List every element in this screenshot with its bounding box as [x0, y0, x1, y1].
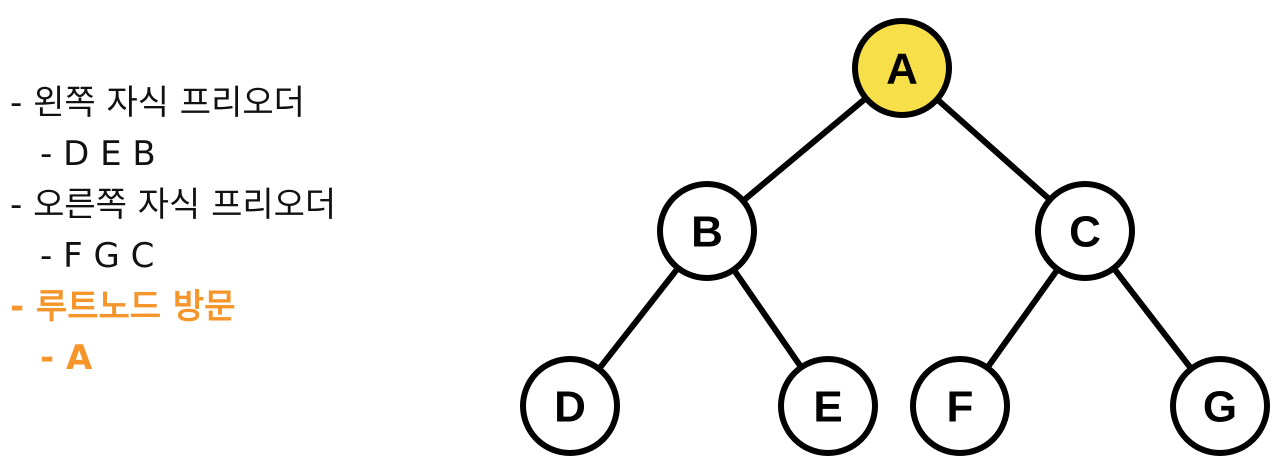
node-label: B [691, 208, 723, 257]
node-label: F [947, 383, 974, 432]
note-line-highlighted: - A [40, 338, 93, 378]
node-label: E [813, 383, 842, 432]
node-label: D [554, 383, 586, 432]
note-line: - D E B [40, 134, 156, 174]
node-label: A [886, 45, 918, 94]
tree-node-e: E [778, 356, 878, 456]
tree-node-c: C [1035, 181, 1135, 281]
traversal-notes: - 왼쪽 자식 프리오더 - D E B - 오른쪽 자식 프리오더 - F G… [10, 78, 336, 384]
note-line: - 왼쪽 자식 프리오더 [10, 83, 305, 123]
node-label: G [1203, 383, 1237, 432]
node-circle [657, 181, 757, 281]
note-line: - F G C [40, 236, 155, 276]
node-circle [852, 18, 952, 118]
node-circle [1035, 181, 1135, 281]
tree-node-f: F [910, 356, 1010, 456]
node-circle [778, 356, 878, 456]
tree-node-g: G [1170, 356, 1270, 456]
tree-node-d: D [520, 356, 620, 456]
note-line: - 오른쪽 자식 프리오더 [10, 185, 337, 225]
tree-node-a: A [852, 18, 952, 118]
node-circle [910, 356, 1010, 456]
note-line-highlighted: - 루트노드 방문 [10, 287, 236, 327]
node-circle [520, 356, 620, 456]
tree-nodes: A B C D E F G [520, 18, 1270, 456]
node-label: C [1069, 208, 1101, 257]
tree-node-b: B [657, 181, 757, 281]
node-circle [1170, 356, 1270, 456]
